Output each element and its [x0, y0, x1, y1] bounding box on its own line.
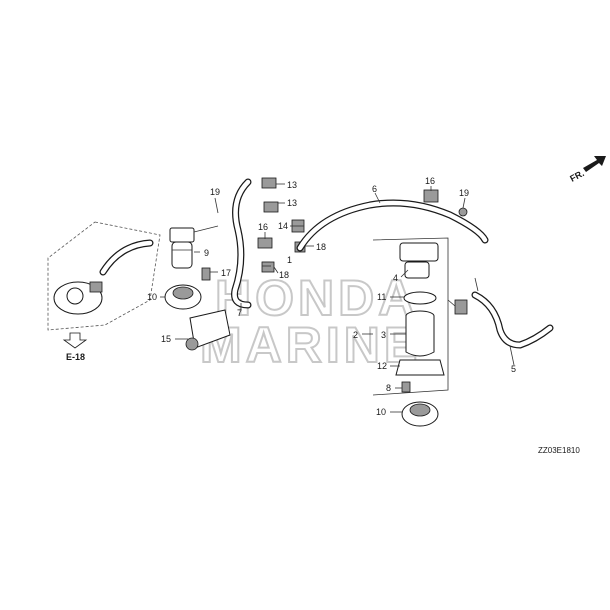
diagram-code: ZZ03E1810	[538, 446, 580, 455]
fuel-filter	[169, 225, 219, 269]
reference-arrow-icon	[62, 332, 88, 349]
callout-11: 11	[377, 292, 386, 302]
callout-16-right: 16	[425, 176, 435, 186]
clip-13-lower	[263, 201, 279, 213]
fuel-strainer-cap	[399, 242, 439, 279]
inset-outline	[47, 221, 161, 331]
callout-12: 12	[377, 361, 387, 371]
direction-label: FR.	[568, 168, 585, 184]
callout-10-right: 10	[376, 407, 386, 417]
reference-label: E-18	[66, 352, 85, 362]
callout-7: 7	[237, 308, 242, 318]
clip-18-lower	[261, 261, 275, 273]
fuel-pump-mount-left	[164, 284, 202, 310]
callout-4: 4	[393, 273, 398, 283]
callout-3: 3	[381, 330, 386, 340]
callout-18-lower: 18	[279, 270, 289, 280]
callout-9: 9	[204, 248, 209, 258]
callout-19-left: 19	[210, 187, 220, 197]
watermark-line-1: HONDA	[215, 270, 418, 326]
bolt-17	[201, 267, 211, 281]
clip-19-upper	[458, 207, 468, 217]
fuel-pump-mount-right	[401, 401, 439, 427]
callout-2: 2	[353, 330, 358, 340]
clip-16-left	[257, 237, 273, 249]
sensor-connector	[454, 299, 468, 315]
callout-8: 8	[386, 383, 391, 393]
callout-5: 5	[511, 364, 516, 374]
callout-15: 15	[161, 334, 171, 344]
clip-13-upper	[261, 177, 277, 189]
watermark-line-2: MARINE	[200, 317, 421, 373]
o-ring	[403, 291, 437, 305]
assembly-box	[372, 237, 449, 396]
front-direction-arrow-icon	[583, 156, 606, 172]
leader-lines	[160, 183, 515, 413]
bracket	[395, 359, 445, 376]
callout-10-left: 10	[147, 292, 157, 302]
fuel-pump-inset	[53, 281, 103, 315]
callout-13-lower: 13	[287, 198, 297, 208]
bolt	[401, 381, 411, 393]
clip-16-right	[423, 189, 439, 203]
callout-19-right: 19	[459, 188, 469, 198]
pump-bracket	[185, 309, 231, 351]
callout-16-left: 16	[258, 222, 268, 232]
strainer-cup	[405, 310, 435, 357]
callout-17: 17	[221, 268, 231, 278]
callout-14: 14	[278, 221, 288, 231]
callout-18-upper: 18	[316, 242, 326, 252]
callout-6: 6	[372, 184, 377, 194]
callout-1: 1	[287, 255, 292, 265]
callout-13-upper: 13	[287, 180, 297, 190]
